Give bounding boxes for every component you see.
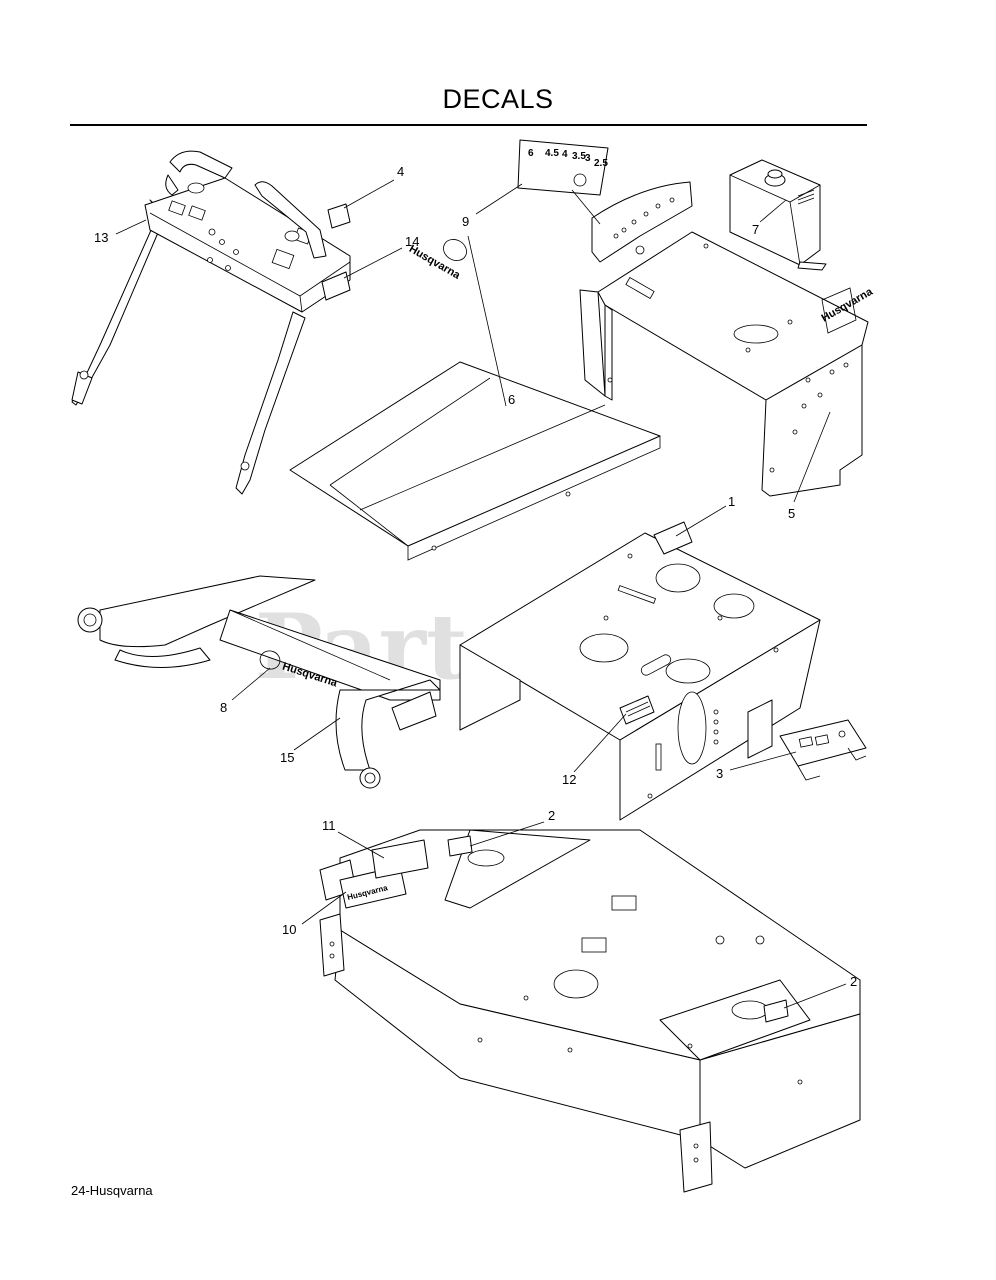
callout-6: 6 [508,392,515,407]
callout-7: 7 [752,222,759,237]
svg-text:4: 4 [562,149,568,160]
svg-text:4.5: 4.5 [545,148,559,159]
front-axle-beam: Husqvarna [77,575,441,789]
leader-lines [115,179,847,1009]
mower-deck: Husqvarna [319,829,861,1193]
callout-1: 1 [728,494,735,509]
callout-14: 14 [405,234,419,249]
page-title: DECALS [442,84,554,114]
callout-13: 13 [94,230,108,245]
fuel-tank [729,159,827,271]
callout-15: 15 [280,750,294,765]
title-rule [70,124,867,126]
control-panel-assembly [71,150,351,495]
callout-10: 10 [282,922,296,937]
foot-plate-bracket [779,719,867,781]
svg-text:3.5: 3.5 [572,151,586,162]
callout-2-top: 2 [548,808,555,823]
callout-2-right: 2 [850,974,857,989]
callout-5: 5 [788,506,795,521]
svg-text:6: 6 [528,148,534,159]
callout-11: 11 [322,818,336,833]
chassis-frame [459,521,821,821]
callout-3: 3 [716,766,723,781]
callout-labels: 4 13 14 9 7 6 5 1 8 15 12 3 2 11 10 2 [94,164,857,989]
callout-8: 8 [220,700,227,715]
seat-frame: Husqvarna [579,231,876,497]
callout-4: 4 [397,164,404,179]
svg-text:3: 3 [585,153,591,164]
callout-9: 9 [462,214,469,229]
svg-text:2.5: 2.5 [594,158,608,169]
height-gauge-decal: 6 4.5 4 3.5 3 2.5 [517,139,609,196]
height-gauge-plate [591,181,693,263]
page-footer: 24-Husqvarna [71,1183,153,1198]
callout-12: 12 [562,772,576,787]
